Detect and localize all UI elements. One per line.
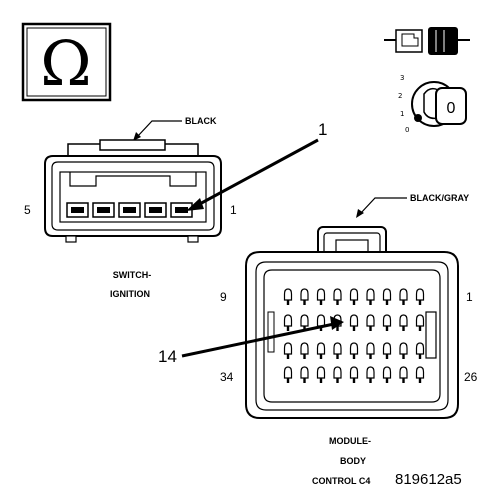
module-terminal [366, 342, 375, 355]
module-terminal [349, 288, 359, 301]
module-terminal [349, 314, 359, 327]
module-terminal [399, 288, 408, 301]
module-terminal [399, 366, 408, 379]
module-terminal-stem [286, 326, 290, 331]
module-terminal-stem [336, 326, 339, 331]
module-terminal-stem [418, 354, 422, 359]
module-terminal-stem [336, 354, 339, 359]
module-terminal-stem [418, 378, 422, 383]
module-terminal [415, 342, 425, 355]
module-terminal-stem [336, 378, 339, 383]
key-position-3: 3 [400, 74, 404, 82]
module-terminal [300, 314, 309, 327]
module-terminal [382, 314, 392, 327]
module-pin-top-left-number: 9 [220, 290, 227, 304]
module-terminal-stem [303, 354, 306, 359]
module-terminal [382, 288, 392, 301]
module-terminal-stem [402, 326, 405, 331]
module-terminal-stem [385, 354, 389, 359]
module-terminal [399, 314, 408, 327]
ohm-symbol-box: Ω [21, 22, 112, 102]
module-terminal-stem [385, 326, 389, 331]
module-terminal-stem [319, 354, 323, 359]
module-color-label: BLACK/GRAY [410, 193, 469, 203]
switch-name-line1: SWITCH- [113, 270, 152, 280]
module-terminal [300, 342, 309, 355]
module-terminal-stem [402, 300, 405, 305]
module-name-line1: MODULE- [329, 436, 371, 446]
module-terminal [316, 366, 326, 379]
figure-id: 819612a5 [395, 471, 462, 488]
module-terminal-stem [352, 300, 356, 305]
module-terminal-stem [303, 378, 306, 383]
module-terminal-stem [303, 326, 306, 331]
module-terminal [382, 342, 392, 355]
key-position-0: 0 [405, 126, 409, 134]
module-terminal-stem [369, 300, 372, 305]
ohm-icon: Ω [40, 27, 91, 100]
module-terminal-stem [286, 378, 290, 383]
module-terminal-stem [385, 378, 389, 383]
module-terminal [333, 342, 342, 355]
module-terminal-stem [286, 354, 290, 359]
module-terminal-stem [352, 354, 356, 359]
module-name-line3: CONTROL C4 [312, 476, 370, 486]
switch-pin-right-number: 1 [230, 203, 237, 217]
module-terminal-grid [283, 288, 425, 383]
module-terminal-stem [402, 354, 405, 359]
switch-name-line2: IGNITION [110, 289, 150, 299]
module-terminal [415, 314, 425, 327]
ignition-switch-connector: BLACK 5 1 1 SWITCH- IGNITION [24, 116, 327, 299]
ignition-key-icon: 0 3 2 1 0 [384, 27, 470, 134]
module-terminal [333, 288, 342, 301]
module-terminal [316, 288, 326, 301]
module-terminal [316, 314, 326, 327]
module-terminal [349, 366, 359, 379]
module-terminal-stem [352, 378, 356, 383]
module-name-line2: BODY [340, 456, 366, 466]
module-terminal-stem [418, 326, 422, 331]
module-terminal-stem [303, 300, 306, 305]
module-terminal-stem [319, 300, 323, 305]
module-terminal-stem [319, 326, 323, 331]
module-terminal-stem [418, 300, 422, 305]
module-terminal-stem [336, 300, 339, 305]
module-terminal-stem [286, 300, 290, 305]
module-terminal-stem [319, 378, 323, 383]
module-pin-bottom-right-number: 26 [464, 370, 478, 384]
module-terminal-stem [385, 300, 389, 305]
module-terminal [300, 366, 309, 379]
module-callout-number: 14 [158, 347, 177, 366]
switch-pin-left-number: 5 [24, 203, 31, 217]
key-face-label: 0 [447, 100, 456, 117]
module-pin-bottom-left-number: 34 [220, 370, 234, 384]
module-terminal [415, 366, 425, 379]
module-terminal-stem [369, 378, 372, 383]
switch-callout-number: 1 [318, 120, 327, 139]
module-terminal-stem [352, 326, 356, 331]
module-terminal [382, 366, 392, 379]
body-control-module-connector: BLACK/GRAY 9 1 34 26 14 MODULE- BODY CON… [158, 193, 478, 486]
module-terminal [333, 366, 342, 379]
module-terminal-stem [402, 378, 405, 383]
module-terminal [283, 288, 293, 301]
module-terminal [283, 342, 293, 355]
module-terminal [415, 288, 425, 301]
module-terminal [366, 288, 375, 301]
module-pin-top-right-number: 1 [466, 290, 473, 304]
module-terminal [316, 342, 326, 355]
module-terminal [366, 366, 375, 379]
module-terminal [366, 314, 375, 327]
key-position-1: 1 [400, 110, 404, 118]
module-terminal [283, 314, 293, 327]
module-terminal [349, 342, 359, 355]
module-terminal [300, 288, 309, 301]
module-terminal-stem [369, 354, 372, 359]
module-terminal [399, 342, 408, 355]
module-terminal-stem [369, 326, 372, 331]
switch-color-label: BLACK [185, 116, 217, 126]
module-terminal [283, 366, 293, 379]
key-position-2: 2 [398, 92, 402, 100]
